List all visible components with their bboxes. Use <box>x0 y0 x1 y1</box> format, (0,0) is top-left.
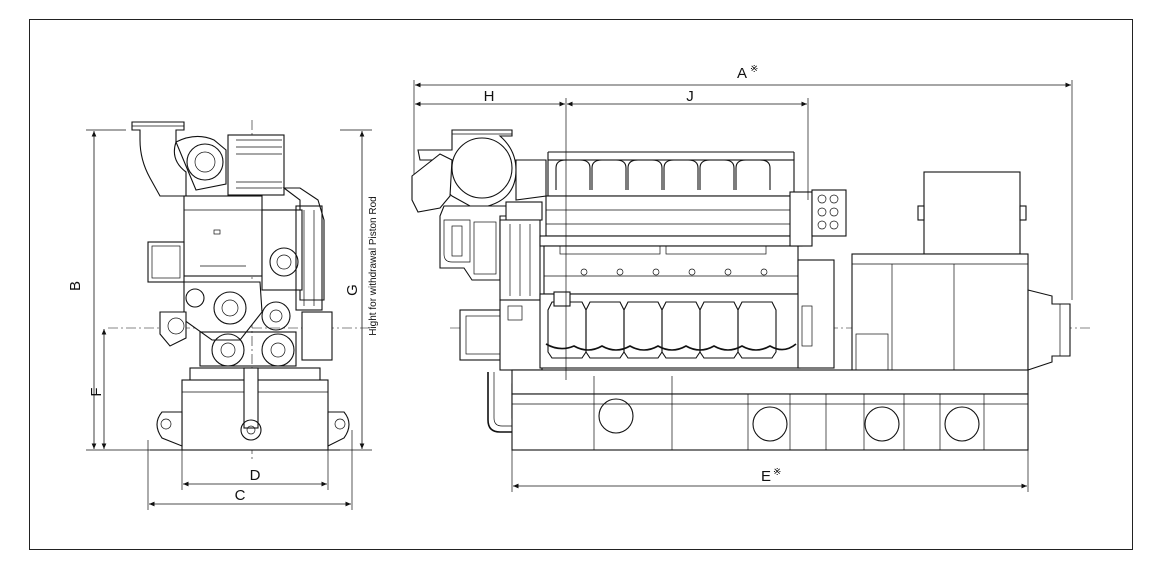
dim-label-h: H <box>484 88 495 105</box>
dim-label-e: E <box>761 468 771 485</box>
end-view <box>108 120 372 460</box>
crankcase-doors <box>547 301 777 359</box>
dim-label-f: F <box>88 387 105 396</box>
side-view-dimensions <box>413 80 1073 492</box>
side-view <box>411 129 1090 451</box>
dim-label-g: G <box>344 284 361 296</box>
dim-label-j: J <box>686 88 694 105</box>
dim-label-a: A <box>737 65 747 82</box>
dim-label-b: B <box>67 281 84 291</box>
cylinder-head-covers <box>555 159 771 190</box>
dim-mark-a: ※ <box>750 64 758 75</box>
piston-rod-note: Hight for withdrawal Piston Rod <box>368 196 379 336</box>
drawing-frame <box>29 19 1133 550</box>
dim-label-d: D <box>250 467 261 484</box>
dim-label-c: C <box>235 487 246 504</box>
dim-mark-e: ※ <box>773 467 781 478</box>
end-view-dimensions <box>86 129 372 510</box>
